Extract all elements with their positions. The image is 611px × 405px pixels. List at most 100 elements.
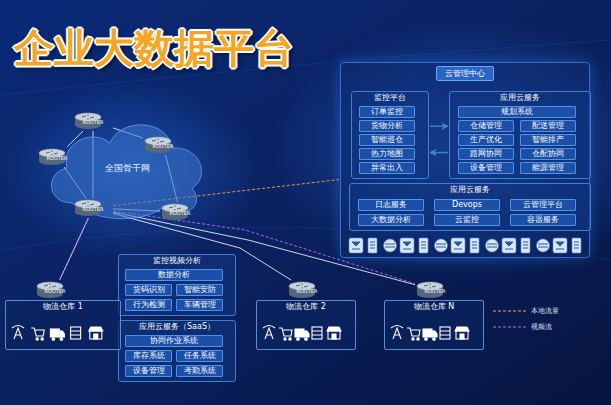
service-label: 生产优化 [470,136,502,144]
panel-heading: 应用云服务 [350,186,590,195]
service-box: 行为检测 [125,299,172,311]
service-box: 智能排产 [520,134,576,146]
service-box: 设备管理 [125,365,172,377]
service-label: 货物分析 [371,122,403,130]
service-label: 行为检测 [133,301,165,309]
legend-sample [493,323,527,331]
network-link [60,218,89,280]
warehouse-icons [385,323,475,343]
group-panel: 应用云服务日志服务 Devops 云管理平台大数据分析 云监控 容器服务 [349,183,591,231]
service-label: 任务系统 [184,352,216,360]
router-label: ROUTER [74,207,112,212]
warehouse-panel: 物流仓库 N [384,300,484,350]
service-label: 车辆管理 [184,301,216,309]
router-label: ROUTER [416,289,454,294]
legend-sample [493,307,527,315]
service-box: 仓储管理 [458,120,514,132]
router-node: ROUTER [74,112,112,130]
panel-heading: 应用云服务 [450,94,590,103]
service-box: 数据分析 [125,269,223,281]
network-link [60,218,89,280]
group-panel: 云管理中心监控平台订单监控货物分析智能巡仓热力地图异常出入应用云服务规划系统仓储… [340,62,590,258]
group-panel: 应用云服务（SaaS） 协同作业系统库存系统 任务系统设备管理 考勤系统 [118,320,236,382]
panel-heading: 监控平台 [352,94,428,103]
service-box: 热力地图 [359,148,415,160]
warehouse-icons [257,323,347,343]
router-label: ROUTER [36,289,74,294]
service-label: 大数据分析 [371,216,411,224]
service-label: 数据分析 [158,271,190,279]
panel-heading: 全国骨干网 [105,162,150,175]
service-label: 规划系统 [501,108,533,116]
router-label: ROUTER [74,120,112,125]
service-label: 容器服务 [527,216,559,224]
router-node: ROUTER [288,281,326,299]
group-panel: 监控平台订单监控货物分析智能巡仓热力地图异常出入 [351,91,429,179]
service-label: 路网协同 [470,150,502,158]
legend-text: 本地流量 [531,306,559,316]
service-label: 异常出入 [371,164,403,172]
service-box: 规划系统 [458,106,576,118]
service-box: 考勤系统 [176,365,223,377]
service-label: 云管理平台 [523,201,563,209]
router-label: ROUTER [288,289,326,294]
service-label: 智能安防 [184,286,216,294]
service-label: 考勤系统 [184,367,216,375]
router-node: ROUTER [416,281,454,299]
service-label: Devops [452,201,482,209]
network-link [113,213,291,280]
panel-heading: 物流仓库 2 [257,303,355,312]
panel-heading: 应用云服务（SaaS） [119,323,235,332]
service-label: 设备管理 [470,164,502,172]
service-box: 大数据分析 [358,214,424,226]
service-box: Devops [434,199,500,211]
warehouse-panel: 物流仓库 1 [5,300,121,350]
page-title: 企业大数据平台 [14,26,294,70]
service-label: 订单监控 [371,108,403,116]
service-box: 异常出入 [359,162,415,174]
service-box: 设备管理 [458,162,514,174]
router-label: ROUTER [144,144,182,149]
router-node: ROUTER [36,281,74,299]
panel-heading: 物流仓库 N [385,303,483,312]
router-node: ROUTER [161,203,199,221]
service-box: 库存系统 [125,350,172,362]
service-label: 仓配协同 [532,150,564,158]
panel-heading: 物流仓库 1 [6,303,120,312]
service-label: 设备管理 [133,367,165,375]
router-node: ROUTER [38,148,76,166]
service-label: 货码识别 [133,286,165,294]
legend-entry: 本地流量 [493,306,559,316]
panel-heading: 云管理中心 [436,66,494,81]
service-box: 能源管理 [520,162,576,174]
service-label: 智能巡仓 [371,136,403,144]
panel-heading: 监控视频分析 [119,257,235,266]
warehouse-panel: 物流仓库 2 [256,300,356,350]
router-node: ROUTER [144,136,182,154]
service-label: 仓储管理 [470,122,502,130]
service-label: 云监控 [455,216,479,224]
service-box: 生产优化 [458,134,514,146]
service-label: 配送管理 [532,122,564,130]
service-box: 协同作业系统 [125,335,223,347]
service-box: 货物分析 [359,120,415,132]
service-label: 热力地图 [371,150,403,158]
service-box: 智能安防 [176,284,223,296]
service-box: 仓配协同 [520,148,576,160]
server-icons [346,235,586,257]
service-box: 配送管理 [520,120,576,132]
service-box: 云管理平台 [510,199,576,211]
service-box: 路网协同 [458,148,514,160]
service-box: 日志服务 [358,199,424,211]
service-label: 智能排产 [532,136,564,144]
service-box: 车辆管理 [176,299,223,311]
service-box: 云监控 [434,214,500,226]
service-label: 协同作业系统 [150,337,198,345]
service-box: 容器服务 [510,214,576,226]
legend-text: 视频流 [531,322,552,332]
service-label: 日志服务 [375,201,407,209]
service-box: 货码识别 [125,284,172,296]
service-label: 能源管理 [532,164,564,172]
warehouse-icons [6,323,112,343]
service-label: 库存系统 [133,352,165,360]
